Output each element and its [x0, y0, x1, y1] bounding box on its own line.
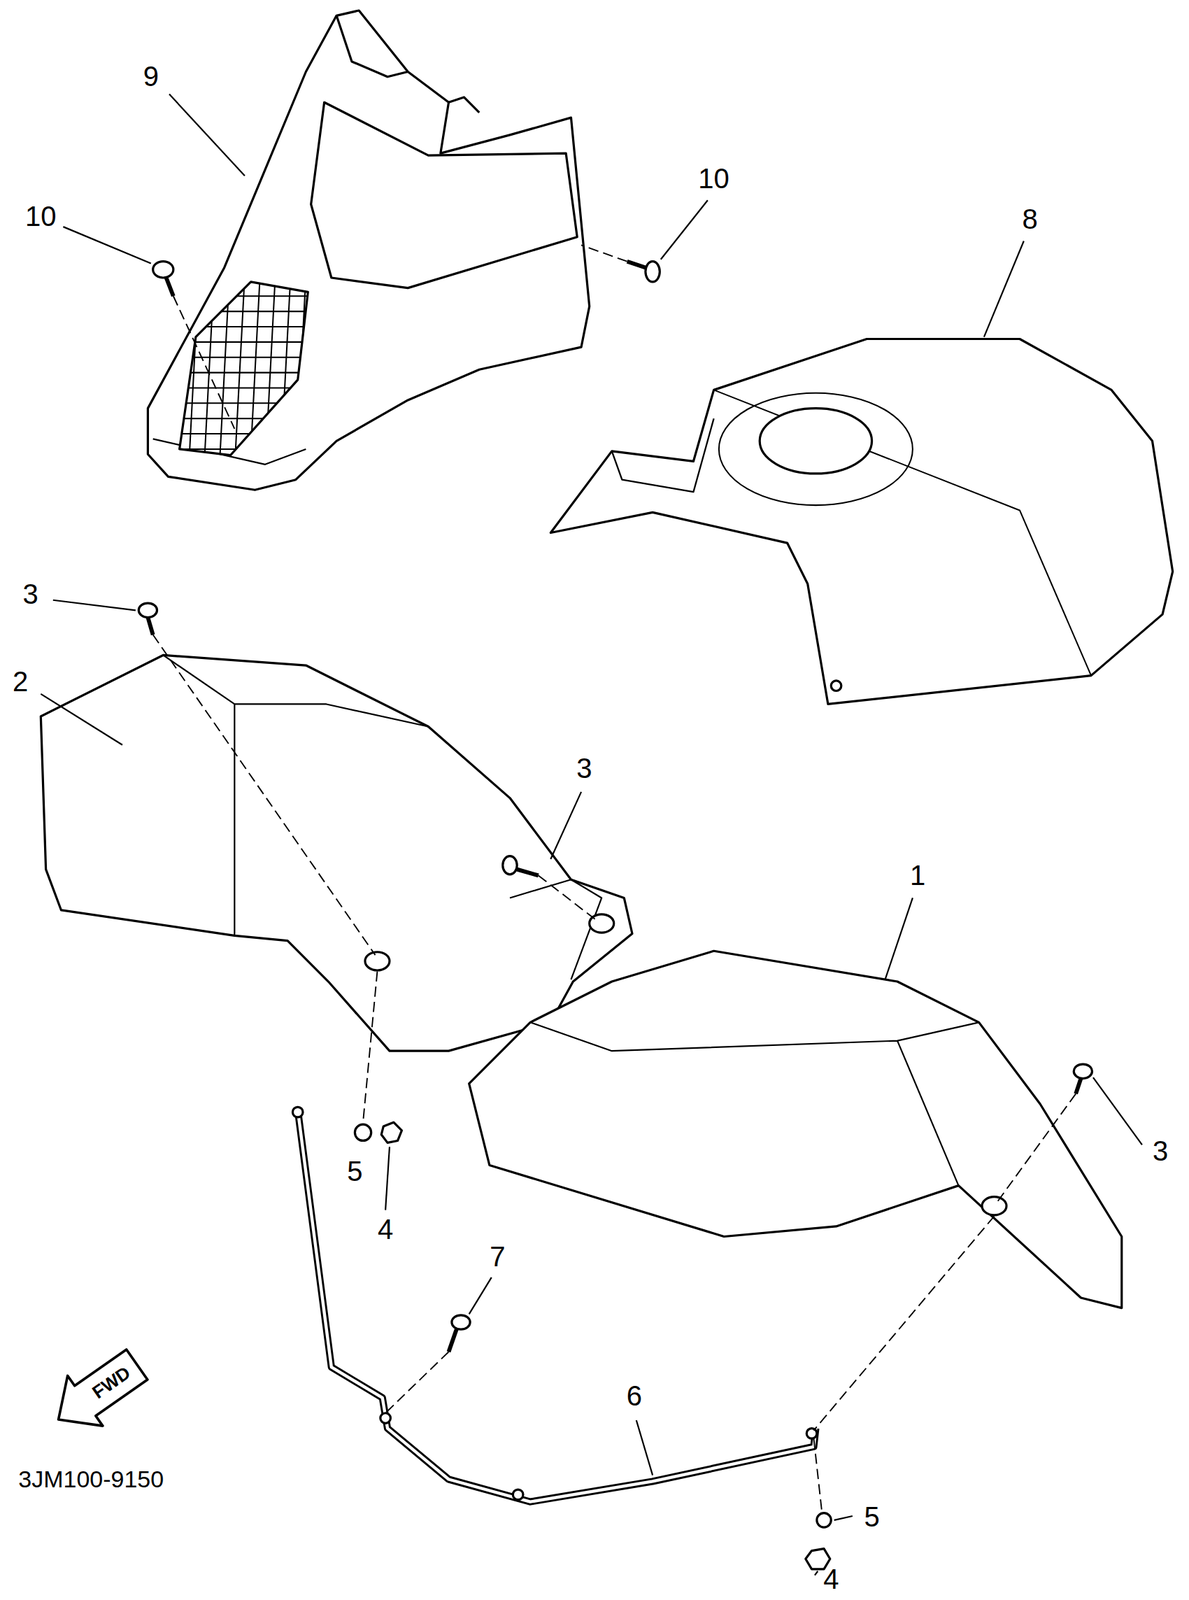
callout-number: 4 — [823, 1564, 839, 1593]
tank-cover-opening — [759, 408, 872, 474]
callout-number: 3 — [1152, 1136, 1169, 1165]
front-cover-top — [336, 15, 408, 77]
tank-cover-crease — [714, 389, 1092, 675]
direction-arrow — [40, 1339, 154, 1445]
leader-lines — [40, 94, 1143, 1576]
tank-cover-edge — [611, 418, 715, 492]
bolt — [153, 261, 174, 297]
bracket-hole — [806, 1428, 817, 1439]
right-fender — [469, 950, 1122, 1308]
tank-cover — [550, 338, 1173, 704]
drawing-number: 3JM100-9150 — [18, 1466, 164, 1491]
washer — [816, 1512, 831, 1527]
bolt — [1073, 1063, 1092, 1094]
front-cover — [147, 10, 589, 490]
callout-number: 5 — [346, 1156, 363, 1185]
callout-number: 6 — [626, 1381, 643, 1410]
bracket — [297, 1109, 817, 1502]
callout-number: 1 — [909, 860, 926, 889]
left-fender — [40, 654, 633, 1051]
callout-number: 8 — [1021, 204, 1038, 233]
washer — [354, 1123, 371, 1141]
callout-number: 4 — [377, 1214, 394, 1243]
bracket-hole — [512, 1489, 524, 1500]
mount-hole — [981, 1196, 1007, 1215]
bolt — [627, 261, 661, 282]
assembly-lines — [153, 244, 1076, 1512]
callout-number: 3 — [23, 579, 39, 608]
mount-hole — [830, 680, 842, 692]
bracket-inner — [297, 1109, 817, 1502]
callout-number: 3 — [576, 753, 592, 782]
bolt — [449, 1314, 471, 1352]
bolt — [502, 856, 539, 876]
left-fender-crease — [162, 654, 429, 936]
bracket-hole — [292, 1106, 303, 1117]
tank-cover-recess — [718, 393, 913, 505]
front-cover-edge — [449, 97, 480, 113]
nut — [381, 1121, 402, 1143]
bolt — [138, 602, 157, 635]
front-cover-panel — [311, 102, 578, 288]
left-fender-flange — [509, 879, 602, 980]
callout-number: 5 — [863, 1502, 880, 1531]
grille-mesh — [162, 275, 326, 470]
callout-number: 10 — [25, 202, 57, 231]
callout-number: 10 — [698, 164, 730, 193]
right-fender-crease — [530, 1021, 980, 1185]
mount-hole — [365, 951, 390, 971]
bracket-hole — [380, 1412, 391, 1424]
callout-number: 9 — [143, 62, 159, 91]
callout-number: 2 — [12, 667, 28, 696]
callout-number: 7 — [489, 1242, 505, 1271]
